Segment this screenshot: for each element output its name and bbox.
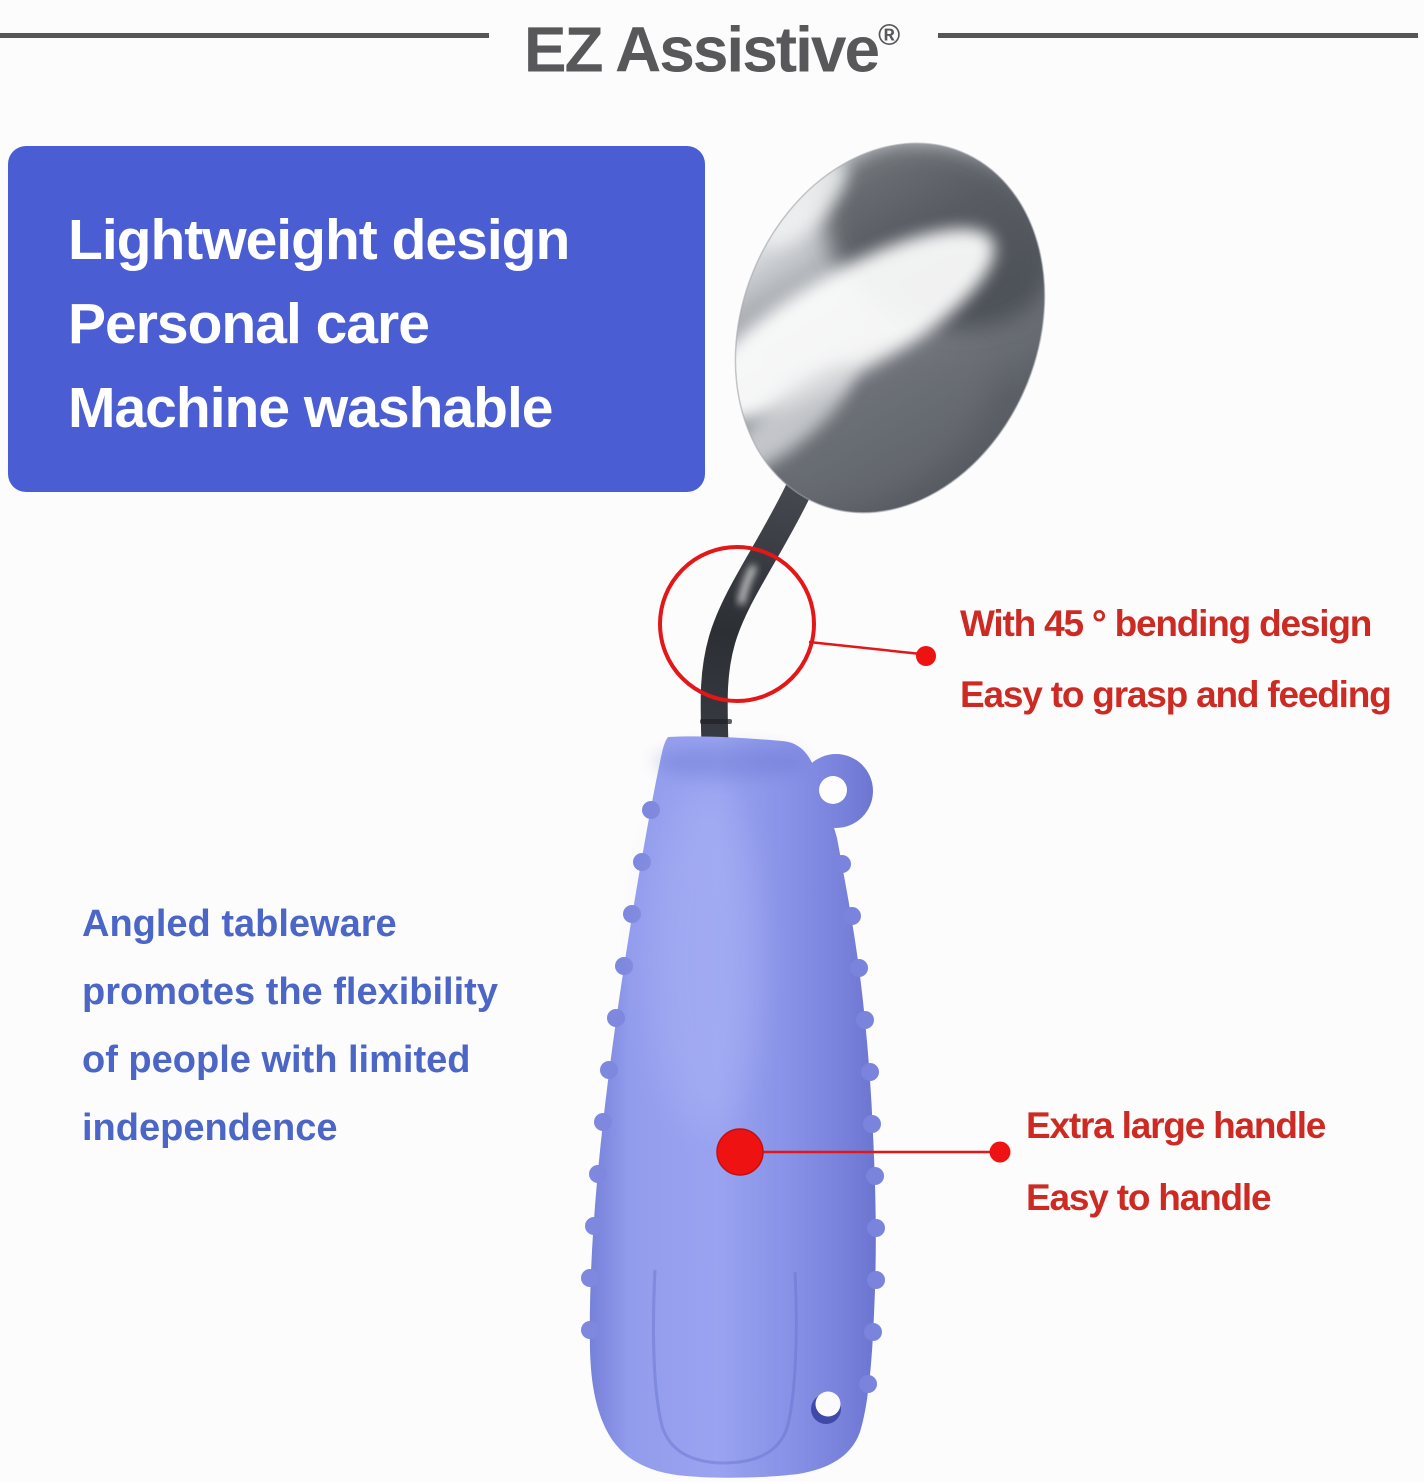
bend-callout-line: With 45 ° bending design [960, 603, 1372, 644]
bend-callout: With 45 ° bending design Easy to grasp a… [960, 588, 1392, 730]
handle-callout-line: Extra large handle [1026, 1105, 1326, 1146]
feature-line: Personal care [68, 292, 430, 356]
annotations [658, 545, 1011, 1176]
note-line: Angled tableware [82, 903, 397, 945]
brand-name: EZ Assistive [523, 13, 880, 86]
handle-callout-dot [989, 1141, 1011, 1163]
feature-line: Machine washable [68, 376, 554, 440]
bowl-highlight [695, 228, 995, 422]
spoon-bowl [695, 140, 1057, 514]
bottom-hole [815, 1391, 841, 1417]
note-line: promotes the flexibility [82, 971, 498, 1013]
grip-bumps-left [581, 801, 660, 1339]
handle-callout: Extra large handle Easy to handle [1026, 1090, 1326, 1234]
bend-highlight-circle [658, 545, 816, 703]
handle-callout-line: Easy to handle [1026, 1177, 1272, 1218]
header-divider-left [0, 33, 489, 38]
note-line: independence [82, 1107, 338, 1149]
registered-mark: ® [878, 19, 901, 52]
left-note: Angled tableware promotes the flexibilit… [82, 890, 498, 1162]
header-divider-right [938, 33, 1418, 38]
feature-box: Lightweight design Personal care Machine… [8, 146, 705, 492]
bend-marker-dot [916, 646, 936, 666]
bend-connector-line [808, 640, 922, 656]
hang-ring-hole [819, 776, 847, 804]
handle-mold-line [651, 1269, 798, 1465]
handle-marker-dot [716, 1128, 764, 1176]
bend-callout-line: Easy to grasp and feeding [960, 674, 1392, 715]
spoon-neck [700, 481, 813, 749]
brand-title: EZ Assistive® [0, 2, 1424, 87]
note-line: of people with limited [82, 1039, 471, 1081]
feature-line: Lightweight design [68, 208, 570, 272]
neck-glare [738, 564, 757, 605]
grip-bumps-right [833, 855, 885, 1393]
spoon-handle [581, 736, 885, 1478]
